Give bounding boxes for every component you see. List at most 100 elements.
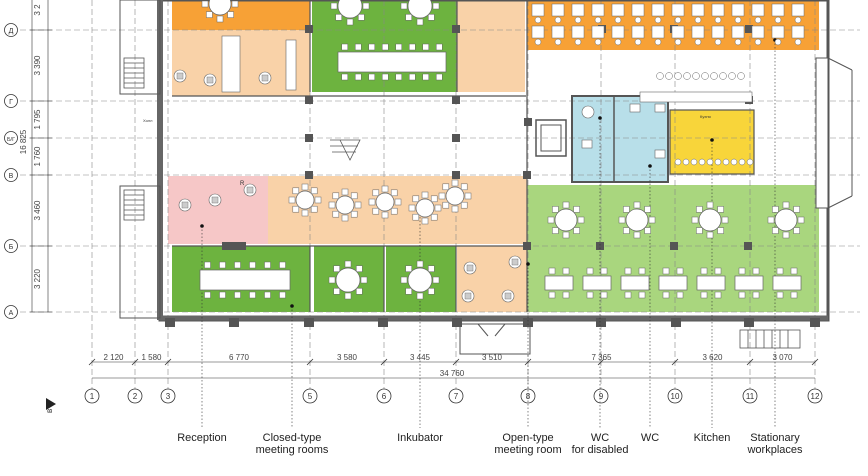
row-axis-marker: А — [4, 305, 52, 319]
row-axis-marker: Б/Г 1 760 — [4, 131, 52, 167]
lounge-chair — [463, 261, 477, 275]
desk — [711, 3, 725, 24]
round-table — [328, 188, 362, 222]
round-table — [438, 179, 472, 213]
desk — [591, 25, 605, 46]
legend-label: Kitchen — [694, 432, 731, 444]
column-axis-marker: 1 — [84, 388, 100, 404]
total-vertical-dimension: 16 825 — [19, 129, 28, 154]
round-table — [201, 0, 239, 23]
north-arrow-icon — [46, 398, 56, 410]
walls — [119, 0, 853, 355]
legend-item-reception: Reception — [177, 224, 227, 444]
lobby-sign: Холл — [143, 118, 153, 123]
kitchen-room-label: Кухня — [700, 114, 711, 119]
lounge-chair — [243, 183, 257, 197]
desk — [631, 25, 645, 46]
long-table — [544, 267, 574, 299]
desk — [651, 3, 665, 24]
legend-label: Stationary — [750, 432, 800, 444]
legend-label: workplaces — [746, 444, 803, 456]
column-axis-label: 8 — [526, 392, 531, 401]
row-axis-label: Б — [9, 244, 14, 251]
column-axis-marker: 6 — [376, 388, 392, 404]
round-table — [330, 0, 370, 26]
lounge-chair — [208, 193, 222, 207]
desk — [731, 3, 745, 24]
column-dimension: 3 580 — [337, 353, 358, 362]
row-axis-label: Б/Г — [7, 137, 15, 143]
column-axis-marker: 5 — [302, 388, 318, 404]
row-axis-marker: Б3 220 — [4, 239, 52, 289]
legend-item-wc: WC — [641, 164, 659, 444]
row-axis-label: Д — [9, 28, 14, 35]
round-table — [400, 0, 440, 26]
desk — [771, 3, 785, 24]
row-axis-marker: Г1 795 — [4, 94, 52, 130]
column-axis-marker: 10 — [667, 388, 683, 404]
legend-label: Inkubator — [397, 432, 443, 444]
stairs — [123, 57, 801, 349]
desk — [631, 3, 645, 24]
column-axis-marker: 8 — [520, 388, 536, 404]
row-axis-marker: Д 3 390 — [4, 23, 52, 76]
row-axis-label: А — [9, 310, 14, 317]
long-table — [337, 43, 447, 81]
column-axis-marker: 11 — [742, 388, 758, 404]
column-axis-label: 1 — [90, 392, 95, 401]
row-axis-label: В — [9, 173, 14, 180]
furniture — [173, 0, 805, 303]
desk — [791, 25, 805, 46]
legend-label: Open-type — [502, 432, 553, 444]
column-axis-label: 5 — [308, 392, 313, 401]
round-table — [767, 201, 805, 239]
column-axis-label: 2 — [133, 392, 138, 401]
desk — [691, 3, 705, 24]
row-dimension: 1 760 — [33, 146, 42, 167]
lounge-chair — [203, 73, 217, 87]
round-table — [288, 183, 322, 217]
column-axis-label: 6 — [382, 392, 387, 401]
desk — [651, 25, 665, 46]
column-axis-label: 9 — [599, 392, 604, 401]
row-axis-marker: В 3 460 — [4, 168, 52, 221]
column-dimension: 3 620 — [702, 353, 723, 362]
round-table — [408, 191, 442, 225]
column-axis-marker: 3 — [160, 388, 176, 404]
column-dimension: 3 510 — [482, 353, 503, 362]
column-axis-label: 3 — [166, 392, 171, 401]
row-dimension: 3 460 — [33, 200, 42, 221]
round-table — [618, 201, 656, 239]
legend-label: meeting rooms — [256, 444, 329, 456]
column-dimension: 3 070 — [772, 353, 793, 362]
round-table — [547, 201, 585, 239]
desk — [751, 3, 765, 24]
legend-label: for disabled — [572, 444, 629, 456]
zone-top-orange-mid — [457, 0, 525, 30]
row-axis-label: Г — [9, 99, 13, 106]
column-dimension: 2 120 — [103, 353, 124, 362]
desk — [571, 25, 585, 46]
row-dimension: 3 390 — [33, 55, 42, 76]
column-axis-label: 12 — [811, 392, 820, 401]
column-axis-label: 11 — [746, 392, 755, 401]
lounge-chair — [173, 69, 187, 83]
lounge-chair — [178, 198, 192, 212]
column-dimension: 7 365 — [591, 353, 612, 362]
desk — [711, 25, 725, 46]
reception-sign: R — [240, 181, 245, 187]
lounge-chair — [461, 289, 475, 303]
column-axis-label: 10 — [671, 392, 680, 401]
column-dimension: 6 770 — [229, 353, 250, 362]
long-table — [734, 267, 764, 299]
lounge-chair — [501, 289, 515, 303]
legend-label: WC — [641, 432, 659, 444]
desk — [771, 25, 785, 46]
desk — [551, 3, 565, 24]
total-horizontal-dimension: 34 760 — [440, 369, 465, 378]
desk — [791, 3, 805, 24]
desk — [671, 3, 685, 24]
